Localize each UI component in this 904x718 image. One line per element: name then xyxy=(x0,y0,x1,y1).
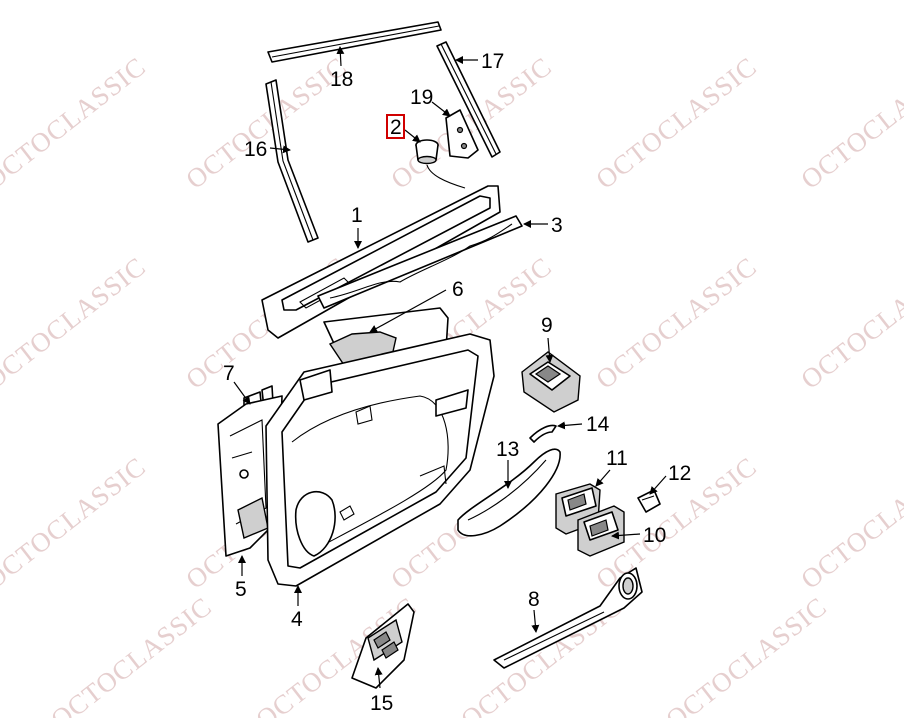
part-8-armrest-bezel xyxy=(493,567,643,669)
watermark-text: OCTOCLASSIC xyxy=(795,251,904,395)
callout-7: 7 xyxy=(223,362,235,385)
part-14-trim-cap xyxy=(529,424,557,443)
callout-5: 5 xyxy=(235,578,247,601)
part-19-corner-bracket xyxy=(445,109,479,159)
part-15-window-switch-panel xyxy=(351,603,415,689)
part-2-grommet xyxy=(415,139,466,189)
part-17-window-channel-rear xyxy=(436,41,501,158)
part-18-window-channel-top xyxy=(267,21,442,63)
callout-12: 12 xyxy=(668,462,691,485)
callout-11: 11 xyxy=(606,447,628,470)
part-13-pull-handle xyxy=(457,448,561,537)
callout-2-highlight xyxy=(386,114,405,139)
callout-2: 2 xyxy=(390,116,402,139)
leader-lines xyxy=(233,46,667,689)
callout-6: 6 xyxy=(452,278,464,301)
part-10-switch-block xyxy=(577,505,625,557)
watermark-text: OCTOCLASSIC xyxy=(0,251,151,395)
part-16-window-channel-front xyxy=(265,79,319,243)
watermark-text: OCTOCLASSIC xyxy=(660,591,832,718)
callout-10: 10 xyxy=(643,524,666,547)
watermark-text: OCTOCLASSIC xyxy=(180,51,352,195)
watermark-text: OCTOCLASSIC xyxy=(795,451,904,595)
watermark-text: OCTOCLASSIC xyxy=(795,51,904,195)
part-4-door-panel-frame xyxy=(265,333,495,587)
watermark-text: OCTOCLASSIC xyxy=(590,251,762,395)
callout-1: 1 xyxy=(351,204,363,227)
watermark-text: OCTOCLASSIC xyxy=(0,51,151,195)
callout-4: 4 xyxy=(291,608,303,631)
callout-16: 16 xyxy=(244,138,267,161)
part-12-clip xyxy=(637,489,661,513)
callout-13: 13 xyxy=(496,438,519,461)
watermark-text: OCTOCLASSIC xyxy=(590,51,762,195)
part-9-switch-housing xyxy=(521,351,581,413)
callout-labels: 18 17 16 19 2 1 3 6 9 14 13 11 12 10 7 5… xyxy=(223,50,691,715)
callout-14: 14 xyxy=(586,413,610,436)
watermark-text: OCTOCLASSIC xyxy=(0,451,151,595)
part-3-trim-insert xyxy=(317,215,523,309)
callout-8: 8 xyxy=(528,588,540,611)
callout-18: 18 xyxy=(330,68,353,91)
callout-19: 19 xyxy=(410,86,433,109)
callout-9: 9 xyxy=(541,314,553,337)
watermark-text: OCTOCLASSIC xyxy=(385,51,557,195)
watermark-text: OCTOCLASSIC xyxy=(45,591,217,718)
callout-15: 15 xyxy=(370,692,393,715)
callout-3: 3 xyxy=(551,214,563,237)
callout-17: 17 xyxy=(481,50,504,73)
